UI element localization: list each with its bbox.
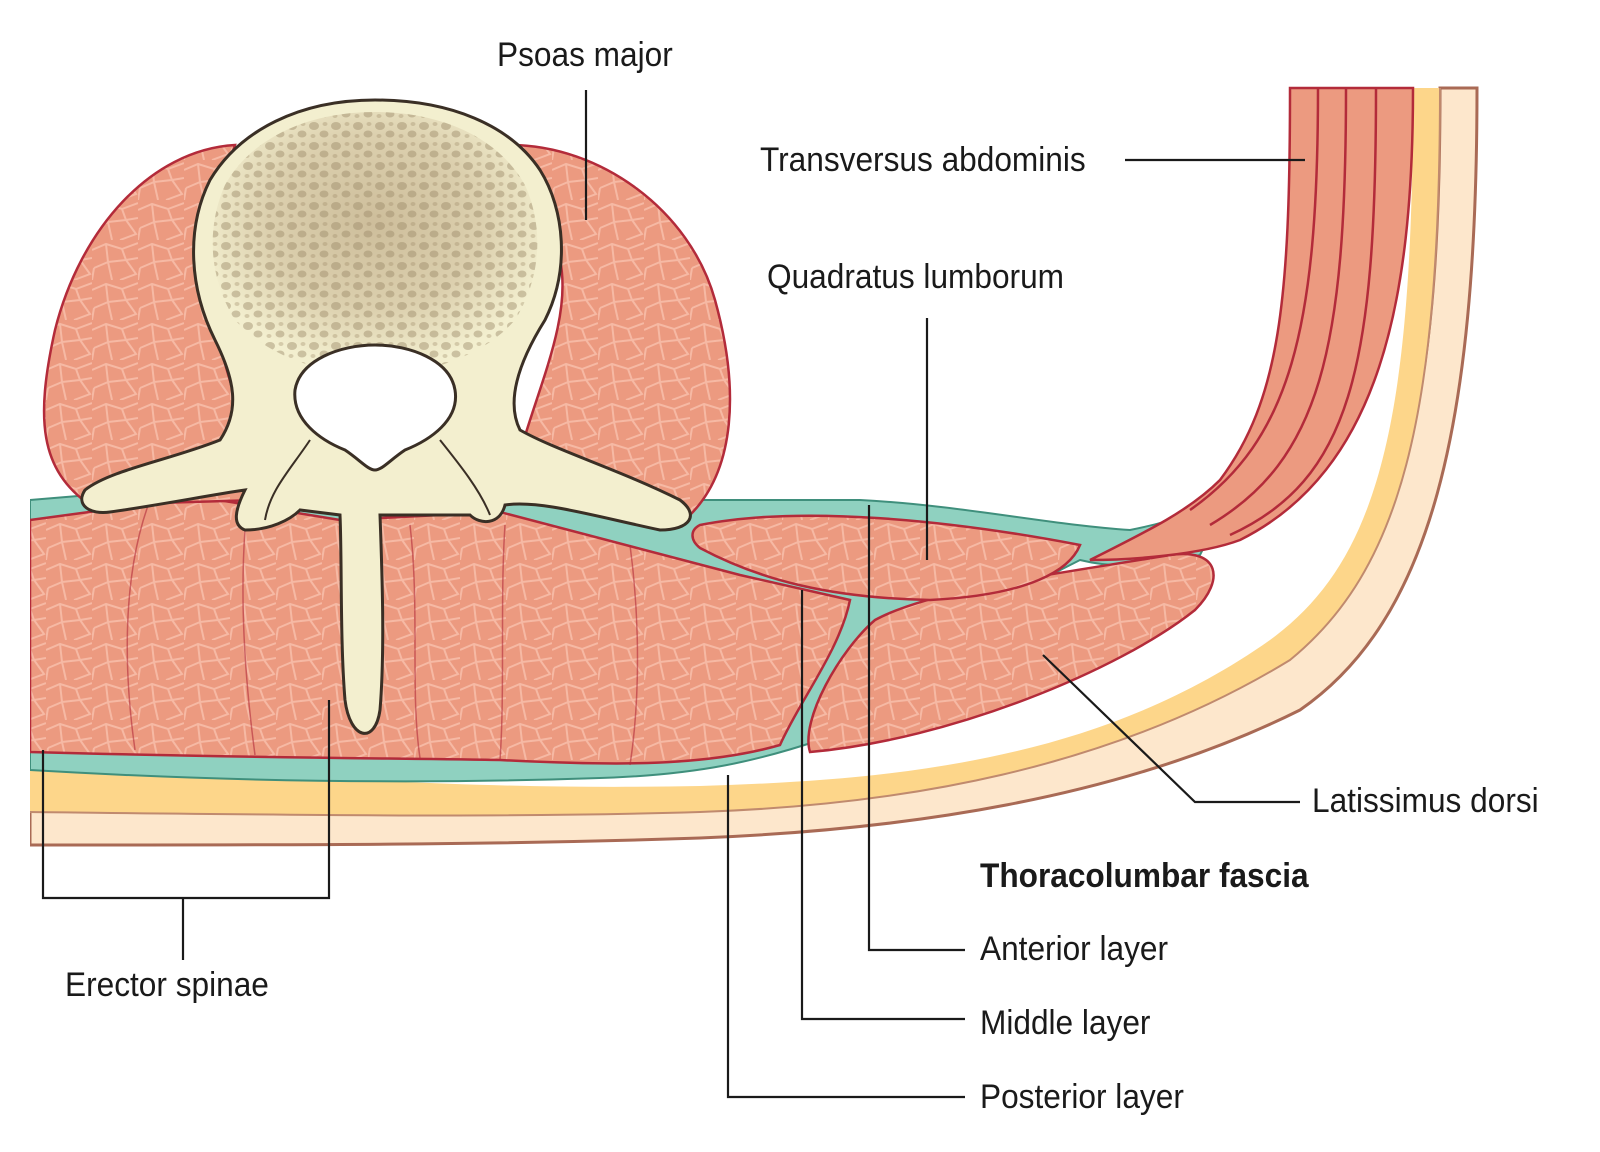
- label-middle-layer: Middle layer: [980, 1004, 1151, 1042]
- label-anterior-layer: Anterior layer: [980, 930, 1169, 968]
- label-posterior-layer: Posterior layer: [980, 1078, 1184, 1116]
- erector-divisions: [126, 499, 639, 766]
- label-latissimus-dorsi: Latissimus dorsi: [1312, 782, 1539, 820]
- leader-erector-spinae: [41, 700, 331, 960]
- transversus-abdominis-muscle: [1089, 86, 1415, 562]
- vertebral-foramen: [293, 343, 457, 472]
- quadratus-lumborum-muscle: [691, 514, 1082, 602]
- leader-lines: [41, 90, 1305, 1099]
- leader-latissimus-dorsi: [1042, 654, 1300, 804]
- fat-border: [30, 87, 1441, 817]
- label-psoas-major: Psoas major: [497, 36, 673, 74]
- label-quadratus-lumborum: Quadratus lumborum: [767, 258, 1065, 296]
- erector-spinae-muscle: [30, 495, 852, 765]
- label-thoracolumbar-fascia: Thoracolumbar fascia: [980, 857, 1309, 895]
- label-transversus-abdominis: Transversus abdominis: [760, 141, 1086, 179]
- label-erector-spinae: Erector spinae: [65, 966, 269, 1004]
- leader-posterior-layer: [726, 775, 965, 1099]
- leader-anterior-layer: [867, 505, 965, 952]
- leader-middle-layer: [800, 590, 965, 1021]
- vertebral-body-trabeculae: [212, 112, 538, 375]
- abdominal-wall-lines: [1189, 87, 1378, 537]
- facet-joint-lines: [264, 439, 491, 521]
- lumbar-vertebra: [80, 98, 692, 735]
